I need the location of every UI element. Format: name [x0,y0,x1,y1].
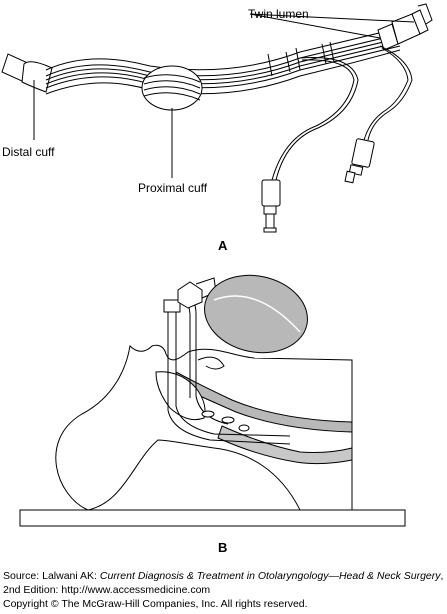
esophagus [217,425,353,465]
double-lumen-tube-illustration [1,3,433,233]
pilot-lines [271,45,413,181]
source-title: Current Diagnosis & Treatment in Otolary… [99,570,441,582]
panel-b-label: B [218,540,227,555]
proximal-cuff [141,65,203,111]
distal-cuff-label: Distal cuff [2,145,55,159]
proximal-cuff-label: Proximal cuff [138,181,208,195]
head-outline [55,344,353,511]
airway-mucosa [175,371,353,433]
proximal-connector [377,3,433,51]
source-prefix: Source: Lalwani AK: [3,570,100,582]
source-suffix: , 2nd Edition: http://www.accessmedicine… [3,570,444,596]
epiglottis [197,356,225,370]
leader-lines [33,13,415,178]
distal-cuff [21,61,53,93]
copyright-notice: Copyright © The McGraw-Hill Companies, I… [3,598,308,610]
pilot-balloon-valve-left [261,179,281,233]
intubated-patient-illustration [19,274,406,527]
twin-lumen-label: Twin lumen [248,7,309,21]
ventilation-bag [204,274,308,354]
endotracheal-tube-figure: Twin lumen Distal cuff Proximal cuff A B [1,3,433,555]
source-caption: Source: Lalwani AK: Current Diagnosis & … [3,570,447,597]
tube-body [45,27,401,95]
pilot-balloon-valve-right [344,138,375,184]
panel-a-label: A [218,238,228,253]
head-rest [19,509,406,527]
